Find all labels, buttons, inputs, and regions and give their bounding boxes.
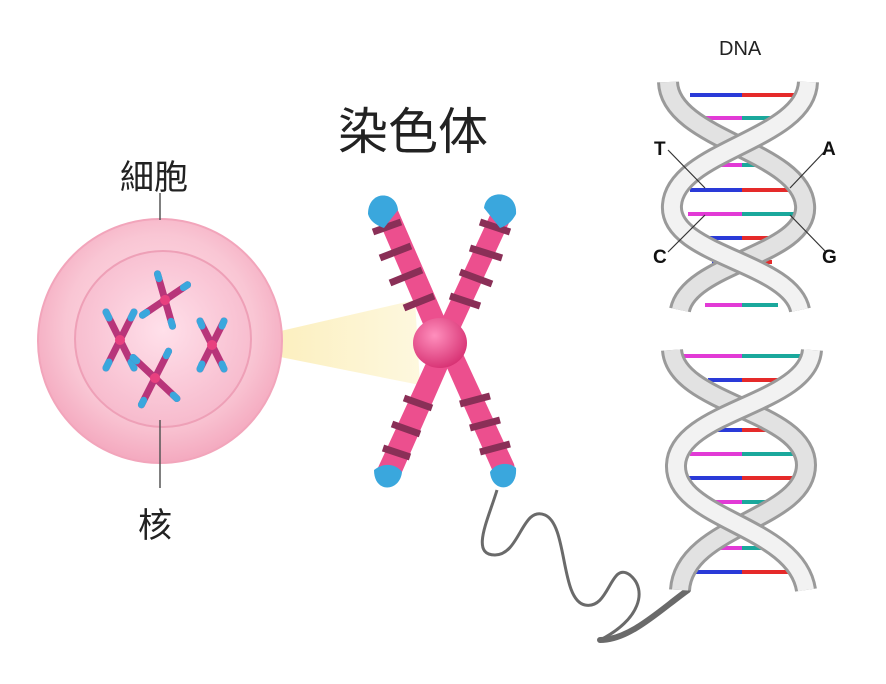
zoom-beam (220, 300, 420, 385)
dna-label: DNA (719, 38, 762, 60)
dna-connector (480, 489, 641, 642)
dna-helix-bottom (661, 347, 823, 593)
nucleus-label: 核 (138, 506, 172, 546)
base-label-a: A (822, 139, 836, 160)
small-chromosome (138, 270, 192, 330)
base-label-g: G (822, 247, 837, 268)
cell (37, 193, 283, 488)
small-chromosome (196, 317, 228, 373)
nucleus-chromosomes (102, 270, 228, 409)
large-chromosome (368, 194, 517, 488)
small-chromosome (129, 347, 181, 409)
dna-helix-top (657, 80, 827, 314)
small-chromosome (102, 308, 138, 372)
base-label-t: T (654, 139, 666, 160)
cell-label: 細胞 (120, 158, 188, 198)
chromosome-title: 染色体 (338, 103, 488, 161)
base-label-c: C (653, 247, 667, 268)
